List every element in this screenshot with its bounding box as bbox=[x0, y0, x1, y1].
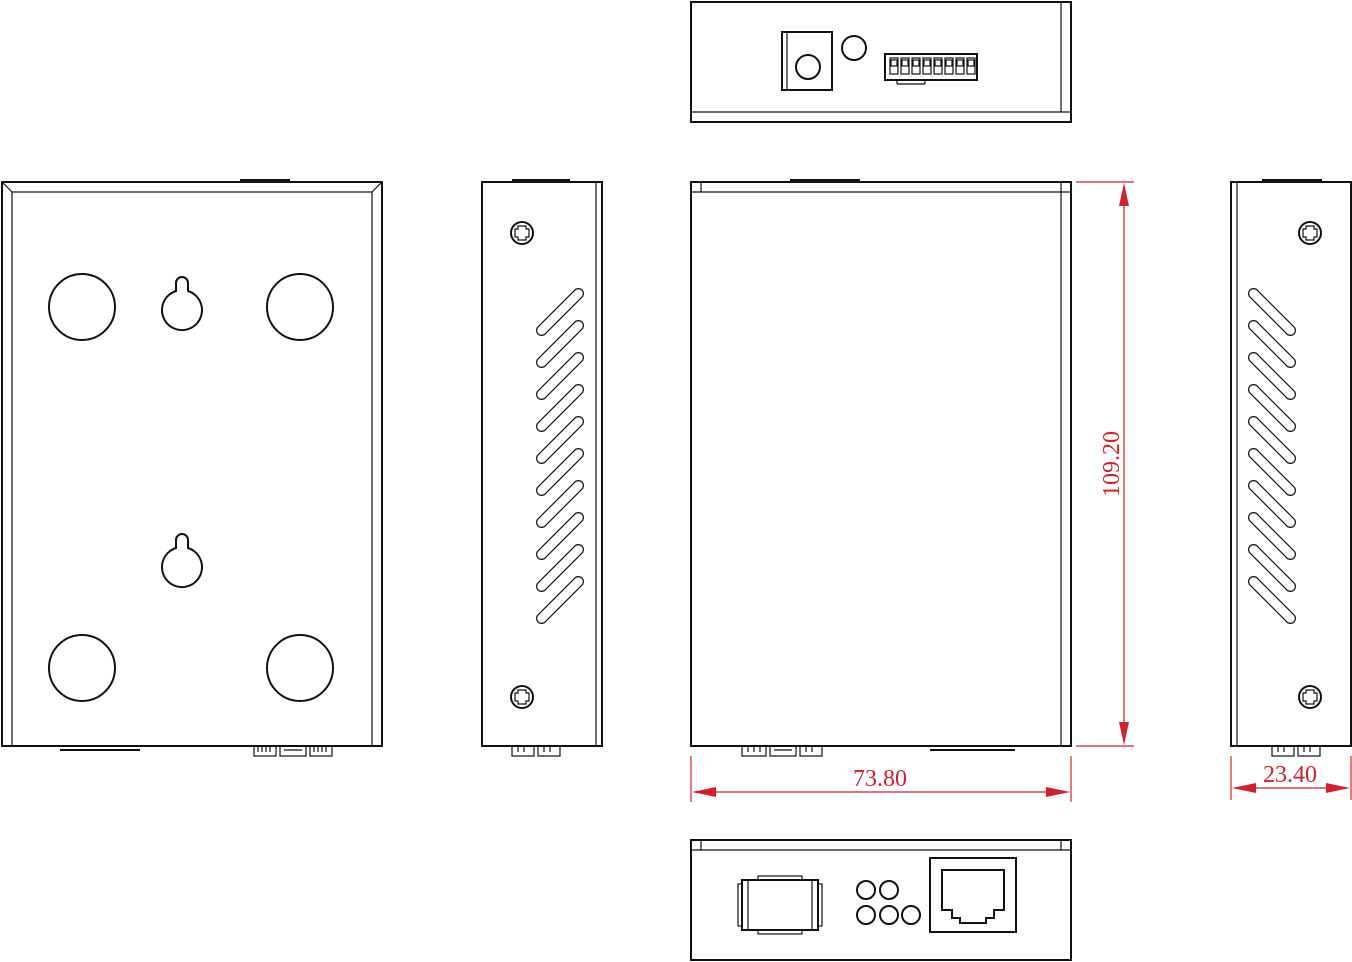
top-view-outline bbox=[690, 1, 1072, 123]
port-stubs bbox=[253, 745, 333, 757]
status-led-icons bbox=[856, 880, 921, 925]
left-side-view bbox=[481, 179, 603, 757]
vent-slot bbox=[536, 416, 584, 464]
port-stubs bbox=[511, 745, 561, 757]
side-view-outline bbox=[1230, 181, 1352, 747]
vent-slot bbox=[1248, 480, 1296, 528]
vent-slot bbox=[536, 544, 584, 592]
back-view bbox=[1, 179, 383, 757]
dip-switch-lever bbox=[967, 59, 975, 67]
front-view-outline bbox=[690, 181, 1072, 747]
bottom-view-outline bbox=[690, 839, 1072, 961]
vent-slot bbox=[1248, 544, 1296, 592]
dip-switch-lever bbox=[923, 59, 931, 67]
port-stubs bbox=[1271, 745, 1321, 757]
dip-switch-lever bbox=[890, 59, 898, 67]
height-dimension: 109.20 bbox=[1076, 181, 1134, 747]
rubber-foot bbox=[266, 634, 334, 702]
dip-switch-lever bbox=[934, 59, 942, 67]
dip-switch-toggle bbox=[911, 57, 921, 75]
dip-switch-toggle bbox=[922, 57, 932, 75]
dip-switch-lever bbox=[945, 59, 953, 67]
side-view-outline bbox=[481, 181, 603, 747]
dip-switch-toggle bbox=[889, 57, 899, 75]
dc-power-jack bbox=[781, 31, 833, 91]
back-view-outline bbox=[1, 181, 383, 747]
dip-switch-toggle bbox=[955, 57, 965, 75]
vent-slot bbox=[536, 288, 584, 336]
port-stubs bbox=[741, 745, 823, 757]
vent-slot bbox=[536, 320, 584, 368]
front-view bbox=[690, 179, 1072, 757]
vent-slot bbox=[1248, 352, 1296, 400]
dip-switch-toggle bbox=[933, 57, 943, 75]
dip-switch-lever bbox=[912, 59, 920, 67]
vent-slot bbox=[1248, 512, 1296, 560]
vent-slot bbox=[1248, 288, 1296, 336]
vent-slot bbox=[1248, 576, 1296, 624]
vent-slot bbox=[536, 352, 584, 400]
vent-slot bbox=[1248, 416, 1296, 464]
ventilation-slots bbox=[536, 288, 584, 624]
vent-slot bbox=[536, 448, 584, 496]
depth-dimension-label: 23.40 bbox=[1263, 762, 1317, 788]
sfp-port bbox=[737, 875, 823, 935]
rj45-port bbox=[929, 857, 1017, 933]
vent-slot bbox=[1248, 448, 1296, 496]
depth-dimension: 23.40 bbox=[1230, 756, 1352, 800]
dip-switch-toggle bbox=[900, 57, 910, 75]
dip-switch-toggle bbox=[944, 57, 954, 75]
vent-slot bbox=[536, 576, 584, 624]
back-view-inner bbox=[11, 191, 373, 747]
vent-slot bbox=[536, 480, 584, 528]
ventilation-slots bbox=[1248, 288, 1296, 624]
rubber-foot bbox=[266, 273, 334, 341]
dip-switch bbox=[884, 53, 978, 85]
bottom-view bbox=[690, 839, 1072, 961]
keyhole-slot bbox=[161, 276, 203, 331]
vent-slot bbox=[1248, 384, 1296, 432]
dip-switch-lever bbox=[956, 59, 964, 67]
screw-icon bbox=[510, 685, 534, 709]
keyhole-slot bbox=[161, 533, 203, 588]
rubber-foot bbox=[48, 634, 116, 702]
top-view bbox=[690, 1, 1072, 123]
right-side-view bbox=[1230, 179, 1352, 757]
reset-button bbox=[841, 35, 867, 61]
width-dimension-label: 73.80 bbox=[853, 766, 907, 792]
width-dimension: 73.80 bbox=[690, 756, 1072, 802]
screw-icon bbox=[1298, 685, 1322, 709]
vent-slot bbox=[536, 512, 584, 560]
vent-slot bbox=[1248, 320, 1296, 368]
rubber-foot bbox=[48, 273, 116, 341]
height-dimension-label: 109.20 bbox=[1099, 431, 1125, 497]
screw-icon bbox=[510, 221, 534, 245]
dip-switch-lever bbox=[901, 59, 909, 67]
dip-switch-toggle bbox=[966, 57, 976, 75]
screw-icon bbox=[1298, 221, 1322, 245]
vent-slot bbox=[536, 384, 584, 432]
